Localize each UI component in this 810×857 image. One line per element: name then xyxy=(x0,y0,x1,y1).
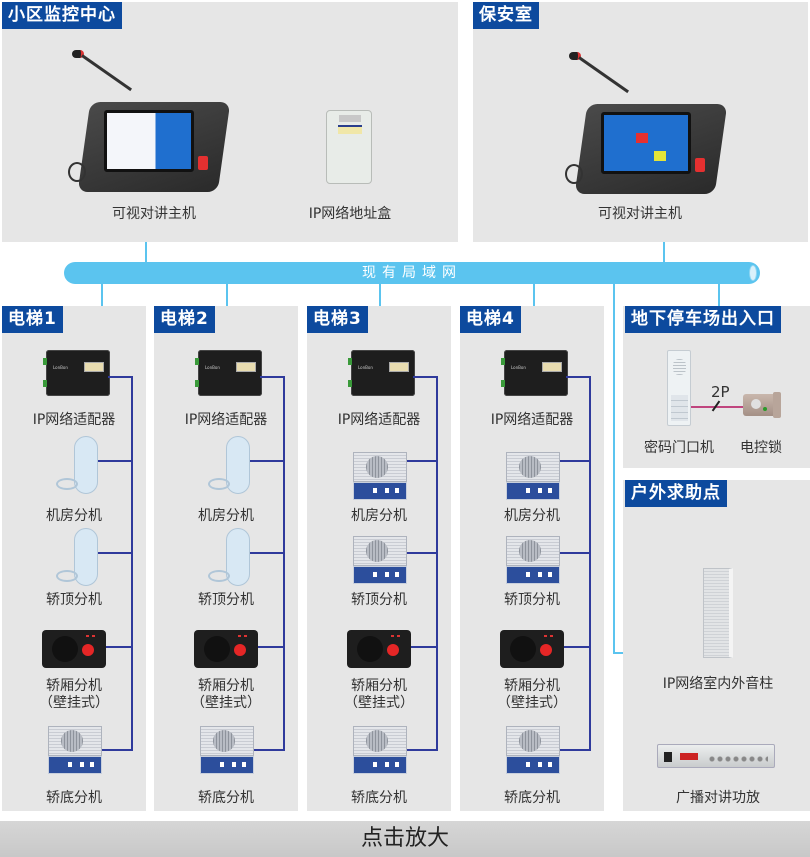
ip-adapter-icon: LonBon xyxy=(43,350,110,396)
handset-icon xyxy=(74,528,98,586)
internal-wire xyxy=(131,376,133,751)
desk-speaker-intercom-icon xyxy=(506,726,560,774)
device-sublabel: （壁挂式） xyxy=(344,695,414,711)
lan-label: 现有局域网 xyxy=(362,265,462,281)
panel-elevator-4: 电梯4 LonBon IP网络适配器 机房分机 轿顶分机 轿厢分机 （壁挂式） … xyxy=(460,306,604,811)
desk-speaker-intercom-icon xyxy=(353,452,407,500)
panel-title: 电梯3 xyxy=(307,306,368,333)
device-sublabel: （壁挂式） xyxy=(497,695,567,711)
panel-title: 电梯2 xyxy=(154,306,215,333)
lan-drop-elevator-3 xyxy=(379,284,381,306)
desk-speaker-intercom-icon xyxy=(200,726,254,774)
lan-drop-monitor xyxy=(145,242,147,262)
device-label: 轿厢分机 xyxy=(504,678,560,694)
device-label: IP网络适配器 xyxy=(337,412,421,428)
panel-monitor-center: 小区监控中心 可视对讲主机 IP网络地址盒 xyxy=(2,2,458,242)
wall-mounted-intercom-icon xyxy=(347,630,411,668)
lan-drop-outdoor xyxy=(613,284,615,654)
device-label: 可视对讲主机 xyxy=(112,206,196,222)
panel-title: 电梯1 xyxy=(2,306,63,333)
device-label: IP网络适配器 xyxy=(32,412,116,428)
panel-title: 地下停车场出入口 xyxy=(625,306,781,333)
device-label: IP网络室内外音柱 xyxy=(662,676,774,692)
device-label: 电控锁 xyxy=(740,440,782,456)
keypad-door-station-icon xyxy=(667,350,691,426)
handset-icon xyxy=(226,436,250,494)
handset-icon xyxy=(74,436,98,494)
lan-drop-elevator-1 xyxy=(101,284,103,306)
ip-adapter-icon: LonBon xyxy=(501,350,568,396)
ip-adapter-icon: LonBon xyxy=(195,350,262,396)
video-intercom-master-icon xyxy=(561,52,731,204)
wall-mounted-intercom-icon xyxy=(194,630,258,668)
handset-icon xyxy=(226,528,250,586)
desk-speaker-intercom-icon xyxy=(506,452,560,500)
zoom-button[interactable]: 点击放大 xyxy=(0,821,810,857)
amplifier-icon xyxy=(657,744,775,768)
lan-drop-security xyxy=(663,242,665,262)
device-label: 轿厢分机 xyxy=(46,678,102,694)
panel-elevator-1: 电梯1 LonBon IP网络适配器 机房分机 轿顶分机 轿厢分机 （壁挂式） … xyxy=(2,306,146,811)
device-label: 轿顶分机 xyxy=(46,592,102,608)
lan-drop-parking xyxy=(718,284,720,306)
device-label: 轿底分机 xyxy=(198,790,254,806)
panel-elevator-3: 电梯3 LonBon IP网络适配器 机房分机 轿顶分机 轿厢分机 （壁挂式） … xyxy=(307,306,451,811)
lan-bus: 现有局域网 xyxy=(64,262,760,284)
panel-title: 户外求助点 xyxy=(625,480,727,507)
device-label: IP网络适配器 xyxy=(184,412,268,428)
device-label: 密码门口机 xyxy=(644,440,714,456)
device-label: 广播对讲功放 xyxy=(676,790,760,806)
lan-link-outdoor xyxy=(613,652,624,654)
ip-adapter-icon: LonBon xyxy=(348,350,415,396)
wire-label: 2P xyxy=(711,383,730,401)
device-label: 轿顶分机 xyxy=(504,592,560,608)
panel-elevator-2: 电梯2 LonBon IP网络适配器 机房分机 轿顶分机 轿厢分机 （壁挂式） … xyxy=(154,306,298,811)
desk-speaker-intercom-icon xyxy=(506,536,560,584)
video-intercom-master-icon xyxy=(64,50,234,202)
device-label: 轿顶分机 xyxy=(198,592,254,608)
panel-title: 小区监控中心 xyxy=(2,2,122,29)
internal-wire xyxy=(283,376,285,751)
device-label: 轿底分机 xyxy=(504,790,560,806)
desk-speaker-intercom-icon xyxy=(48,726,102,774)
wall-mounted-intercom-icon xyxy=(42,630,106,668)
device-label: IP网络地址盒 xyxy=(308,206,392,222)
column-speaker-icon xyxy=(703,568,733,658)
panel-title: 保安室 xyxy=(473,2,539,29)
device-label: 机房分机 xyxy=(351,508,407,524)
ip-address-box-icon xyxy=(326,110,372,184)
device-label: 轿底分机 xyxy=(46,790,102,806)
device-label: 机房分机 xyxy=(198,508,254,524)
device-label: 轿底分机 xyxy=(351,790,407,806)
electric-lock-icon xyxy=(743,394,779,416)
wall-mounted-intercom-icon xyxy=(500,630,564,668)
lan-bus-end xyxy=(749,265,757,281)
zoom-button-label: 点击放大 xyxy=(360,826,449,851)
panel-parking: 地下停车场出入口 2P 密码门口机 电控锁 xyxy=(623,306,810,468)
desk-speaker-intercom-icon xyxy=(353,726,407,774)
device-label: 机房分机 xyxy=(46,508,102,524)
device-label: 轿厢分机 xyxy=(351,678,407,694)
panel-outdoor: 户外求助点 IP网络室内外音柱 广播对讲功放 xyxy=(623,480,810,811)
lan-drop-elevator-4 xyxy=(533,284,535,306)
internal-wire xyxy=(436,376,438,751)
lan-drop-elevator-2 xyxy=(226,284,228,306)
device-label: 可视对讲主机 xyxy=(598,206,682,222)
device-sublabel: （壁挂式） xyxy=(191,695,261,711)
device-label: IP网络适配器 xyxy=(490,412,574,428)
lock-wire xyxy=(691,406,743,408)
device-label: 机房分机 xyxy=(504,508,560,524)
desk-speaker-intercom-icon xyxy=(353,536,407,584)
device-label: 轿厢分机 xyxy=(198,678,254,694)
panel-title: 电梯4 xyxy=(460,306,521,333)
device-sublabel: （壁挂式） xyxy=(39,695,109,711)
internal-wire xyxy=(589,376,591,751)
panel-security-room: 保安室 可视对讲主机 xyxy=(473,2,808,242)
device-label: 轿顶分机 xyxy=(351,592,407,608)
